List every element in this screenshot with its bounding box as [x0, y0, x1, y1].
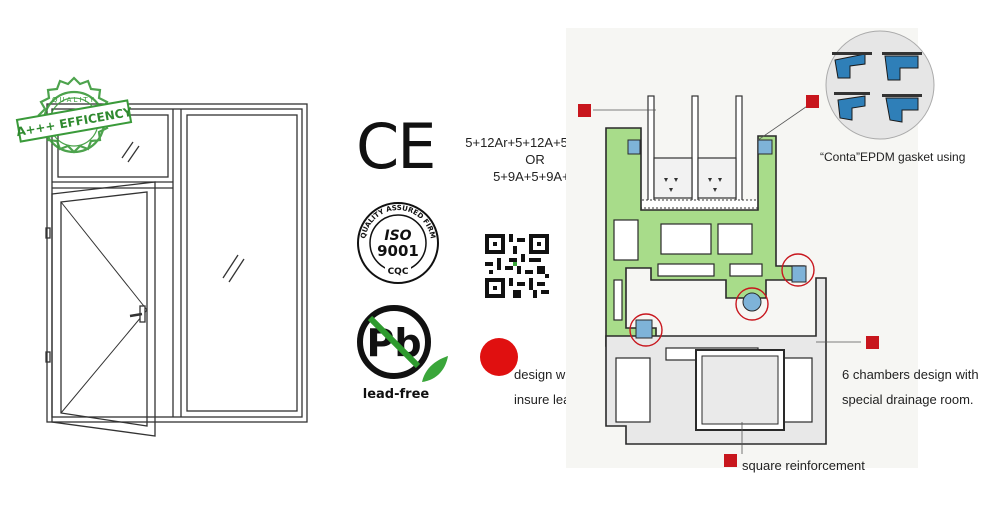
profile-cross-section [593, 95, 861, 454]
leaf-icon [422, 356, 448, 382]
reinforcement-note: square reinforcement [742, 458, 865, 473]
iso-footer: CQC [388, 267, 409, 277]
lead-free-label: lead-free [363, 387, 430, 402]
glazing-gasket-inner [757, 139, 773, 155]
gasket-detail-inset [825, 30, 935, 140]
marker-gasket [806, 95, 819, 108]
glass-spec-line3: 5+9A+5+9A+5 [493, 169, 577, 184]
marker-glazing [578, 104, 591, 117]
lead-free-badge: Pb lead-free [357, 305, 448, 402]
glass-spec-line2: OR [525, 152, 545, 167]
seal-marker-2 [735, 287, 769, 321]
gasket-lower [635, 319, 653, 339]
chambers-note-line1: 6 chambers design with [842, 367, 979, 382]
chambers-note: 6 chambers design with special drainage … [842, 362, 979, 412]
seal-marker-1 [781, 253, 815, 287]
ce-mark: CE [356, 110, 436, 183]
seal-marker-3 [629, 313, 663, 347]
glazing-gasket-outer [627, 139, 641, 155]
chambers-note-line2: special drainage room. [842, 392, 974, 407]
iso-line2: 9001 [377, 242, 419, 260]
stamp-top-text: QUALITY [52, 96, 96, 104]
iso-line1: ISO [384, 228, 411, 244]
efficiency-stamp: A+++ EFFICENCY QUALITY [15, 76, 133, 154]
open-sash [51, 181, 156, 437]
gasket-upper [791, 265, 807, 283]
marker-reinforcement [724, 454, 737, 467]
qr-code [485, 234, 549, 298]
gasket-caption: “Conta”EPDM gasket using [820, 150, 966, 164]
gasket-middle [742, 292, 762, 312]
iso-9001-badge: QUALITY ASSURED FIRM ISO 9001 CQC [357, 202, 439, 284]
outer-frame [46, 103, 308, 423]
red-bullet-icon [480, 338, 518, 376]
window-door-drawing [45, 103, 308, 437]
marker-chambers [866, 336, 879, 349]
fixed-pane [186, 114, 298, 412]
